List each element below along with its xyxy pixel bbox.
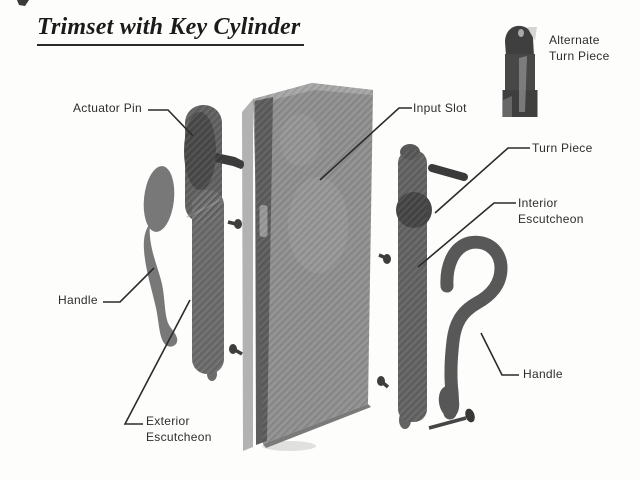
handle-stem xyxy=(143,224,178,347)
page-title: Trimset with Key Cylinder xyxy=(37,14,305,46)
alternate-turn-piece-part xyxy=(502,25,538,117)
leader-lines xyxy=(103,107,530,425)
label-interior-escutcheon: Interior Escutcheon xyxy=(518,196,584,226)
alt-turn-piece-base-light xyxy=(503,96,512,117)
label-input-slot: Input Slot xyxy=(413,101,467,115)
door-left-edge-face xyxy=(242,99,253,451)
alt-turn-piece-head xyxy=(505,25,534,56)
screw-icon xyxy=(378,253,391,264)
label-alternate-turn-piece: Alternate Turn Piece xyxy=(549,33,610,63)
plate-texture xyxy=(398,150,427,422)
leader-actuator-pin xyxy=(148,109,194,137)
label-exterior-escutcheon: Exterior Escutcheon xyxy=(146,414,212,444)
door-texture xyxy=(253,83,373,444)
handle-crook xyxy=(440,235,508,420)
handle-foot xyxy=(438,386,460,418)
plate-texture xyxy=(192,190,224,374)
actuator-pin-part xyxy=(215,153,245,169)
leader-input-slot xyxy=(319,107,412,181)
leader-handle-right xyxy=(480,332,519,376)
exterior-handle-part xyxy=(143,166,178,347)
long-screw-icon xyxy=(428,408,475,430)
leader-turn-piece xyxy=(434,147,530,214)
label-handle-interior: Handle xyxy=(523,367,563,381)
leader-handle-left xyxy=(103,267,155,303)
alt-turn-piece-spot xyxy=(518,29,524,37)
interior-escutcheon-part xyxy=(396,144,468,429)
screw-icon xyxy=(377,376,390,389)
door-panel xyxy=(242,83,373,451)
screw-icon xyxy=(227,219,242,229)
exterior-escutcheon-part xyxy=(184,105,245,381)
leader-exterior-escutcheon xyxy=(123,299,191,425)
mounting-screws xyxy=(227,219,475,430)
label-handle-exterior: Handle xyxy=(58,293,98,307)
scan-artifact xyxy=(17,0,29,6)
label-actuator-pin: Actuator Pin xyxy=(73,101,142,115)
interior-handle-part xyxy=(438,235,508,420)
alt-turn-piece-highlight xyxy=(519,56,527,112)
alt-turn-piece-notch xyxy=(527,27,537,41)
turn-piece-part xyxy=(428,164,468,181)
leader-interior-escutcheon xyxy=(417,202,516,268)
screw-icon xyxy=(229,344,243,356)
handle-paddle xyxy=(143,166,175,232)
label-turn-piece: Turn Piece xyxy=(532,141,593,155)
door-bottom-face xyxy=(263,404,371,448)
